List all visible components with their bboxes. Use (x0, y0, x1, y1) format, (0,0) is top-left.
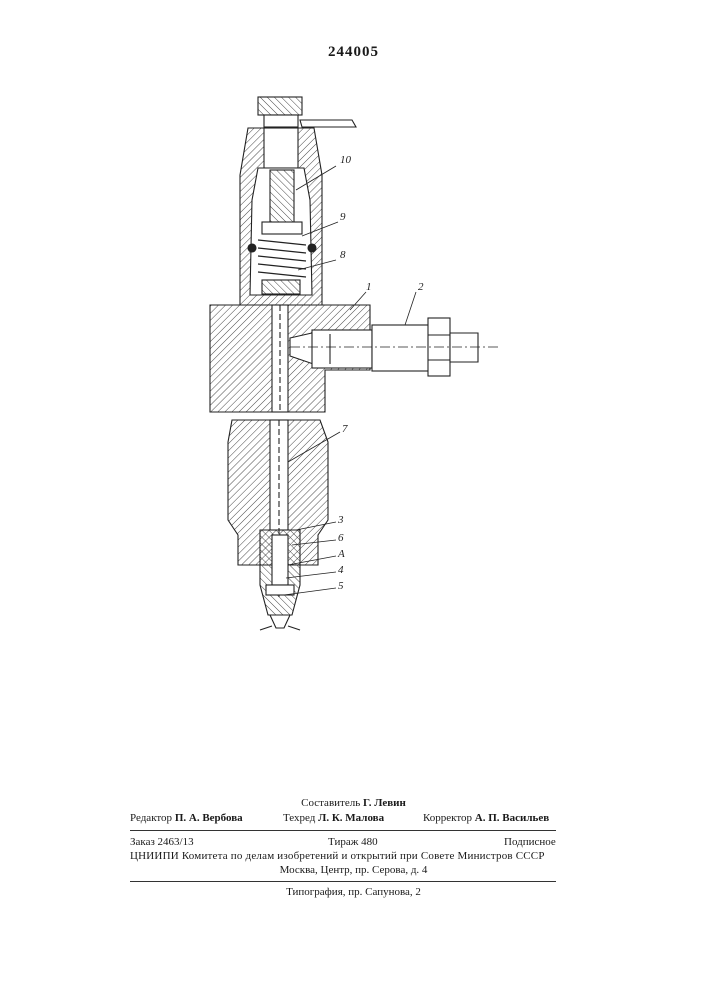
label-9: 9 (340, 211, 346, 223)
label-a: A (337, 548, 345, 560)
compiler-line: Составитель Г. Левин (0, 797, 707, 809)
compiler-name: Г. Левин (363, 797, 406, 809)
valve-seat-8 (262, 280, 300, 294)
corrector-name: А. П. Васильев (475, 812, 549, 824)
fitting (312, 330, 372, 368)
institute: ЦНИИПИ Комитета по делам изобретений и о… (130, 850, 545, 862)
order-number: Заказ 2463/13 (130, 836, 194, 848)
circulation: Тираж 480 (328, 836, 378, 848)
top-nut (258, 97, 302, 115)
label-5: 5 (338, 580, 344, 592)
editor-label: Редактор (130, 812, 172, 824)
corrector-label: Корректор (423, 812, 472, 824)
printing: Типография, пр. Сапунова, 2 (0, 886, 707, 898)
footer-rule-top (130, 830, 556, 831)
label-10: 10 (340, 154, 352, 166)
compiler-label: Составитель (301, 797, 360, 809)
label-1: 1 (366, 281, 372, 293)
label-6: 6 (338, 532, 344, 544)
techred-label: Техред (283, 812, 315, 824)
techred-name: Л. К. Малова (318, 812, 384, 824)
footer-rule-bottom (130, 881, 556, 882)
label-4: 4 (338, 564, 344, 576)
corrector-block: Корректор А. П. Васильев (423, 812, 549, 824)
label-2: 2 (418, 281, 424, 293)
label-7: 7 (342, 423, 348, 435)
tube-2 (372, 325, 430, 371)
address: Москва, Центр, пр. Серова, д. 4 (0, 864, 707, 876)
editor-name: П. А. Вербова (175, 812, 243, 824)
label-3: 3 (337, 514, 344, 526)
editor-block: Редактор П. А. Вербова (130, 812, 243, 824)
plunger-10 (270, 170, 294, 225)
top-lever (300, 120, 356, 127)
subscription: Подписное (504, 836, 556, 848)
technical-drawing: 10 9 8 1 2 7 3 6 A 4 5 (0, 0, 707, 700)
techred-block: Техред Л. К. Малова (283, 812, 384, 824)
label-8: 8 (340, 249, 346, 261)
